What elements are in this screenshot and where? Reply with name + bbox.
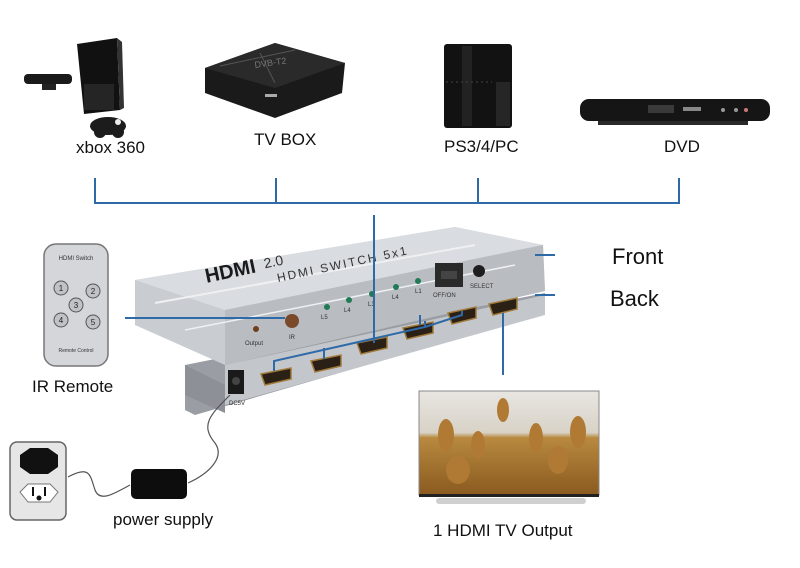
hdmi-input-3-port[interactable]: [355, 336, 388, 355]
remote-button-label: 2: [91, 287, 96, 296]
remote-button-label: 4: [59, 316, 64, 325]
source-label-ps: PS3/4/PC: [444, 137, 519, 156]
remote-button-2[interactable]: [85, 283, 101, 299]
tv-output-wire: [502, 316, 504, 374]
tv-icon: [418, 390, 600, 497]
power-switch-label: OFF/ON: [433, 293, 456, 299]
led-l1: [415, 278, 421, 284]
hdmi-switch-device: HDMI 2.0 HDMI SWITCH 5x1 Output IR L5 L4…: [125, 200, 612, 415]
led-l2: [393, 284, 399, 290]
led-l5: [324, 304, 330, 310]
led-label: L1: [415, 289, 422, 295]
output-led-label: Output: [245, 341, 263, 347]
set-top-box-icon: DVB-T2: [205, 43, 345, 118]
dvd-player-icon: [580, 99, 770, 125]
power-cables: [60, 394, 240, 505]
dvd-device: [578, 95, 772, 127]
source-label-xbox: xbox 360: [76, 138, 145, 157]
dc-label: DC5V: [229, 401, 245, 407]
front-callout: Front: [612, 244, 664, 269]
back-callout: Back: [610, 286, 659, 311]
remote-icon: HDMI Switch 1 2 3 4 5 Remote Control: [43, 243, 109, 367]
led-label: L4: [392, 295, 399, 301]
remote-button-4[interactable]: [53, 312, 69, 328]
remote-footer: Remote Control: [58, 348, 93, 354]
remote-button-label: 1: [59, 284, 64, 293]
source-label-tvbox: TV BOX: [254, 130, 317, 149]
ir-receiver: [285, 314, 299, 328]
ir-remote: HDMI Switch 1 2 3 4 5 Remote Control: [42, 242, 112, 370]
svg-text:DVB-T2: DVB-T2: [254, 56, 287, 70]
dvd-drop-wire: [678, 178, 680, 203]
tower-console-icon: [444, 44, 512, 128]
tv-display: [418, 390, 600, 498]
hdmi-version: 2.0: [262, 252, 285, 272]
led-l4a: [346, 297, 352, 303]
source-label-dvd: DVD: [664, 137, 700, 156]
remote-button-3[interactable]: [68, 297, 84, 313]
ir-label: IR: [289, 335, 296, 341]
output-led: [253, 326, 259, 332]
remote-button-label: 5: [91, 318, 96, 327]
tv-box-device: DVB-T2: [200, 38, 350, 123]
power-supply-label: power supply: [113, 510, 214, 529]
remote-button-label: 3: [74, 301, 79, 310]
tv-stand: [436, 498, 586, 504]
wall-outlet-icon: [9, 441, 67, 521]
led-label: L5: [321, 315, 328, 321]
ir-remote-label: IR Remote: [32, 377, 114, 396]
xbox-drop-wire: [94, 178, 96, 203]
tv-output-label: 1 HDMI TV Output: [433, 521, 573, 540]
remote-button-1[interactable]: [53, 280, 69, 296]
game-console-icon: [24, 38, 126, 138]
led-label: L3: [368, 302, 375, 308]
select-label: SELECT: [470, 284, 494, 290]
power-supply-adapter: [131, 469, 187, 499]
hdmi-input-1-port[interactable]: [259, 367, 292, 386]
led-label: L4: [344, 308, 351, 314]
wall-outlet: [8, 440, 68, 522]
source-bus-wire: [94, 202, 680, 204]
hdmi-output-port[interactable]: [488, 297, 518, 316]
select-button[interactable]: [473, 265, 485, 277]
hdmi-input-2-port[interactable]: [309, 354, 342, 373]
ps-device: [442, 42, 516, 130]
remote-title: HDMI Switch: [59, 256, 94, 262]
ps-drop-wire: [477, 178, 479, 203]
xbox-360-device: [22, 34, 142, 144]
remote-button-5[interactable]: [85, 314, 101, 330]
tvbox-drop-wire: [275, 178, 277, 203]
hdmi-switch-body: HDMI 2.0 HDMI SWITCH 5x1 Output IR L5 L4…: [125, 200, 612, 415]
